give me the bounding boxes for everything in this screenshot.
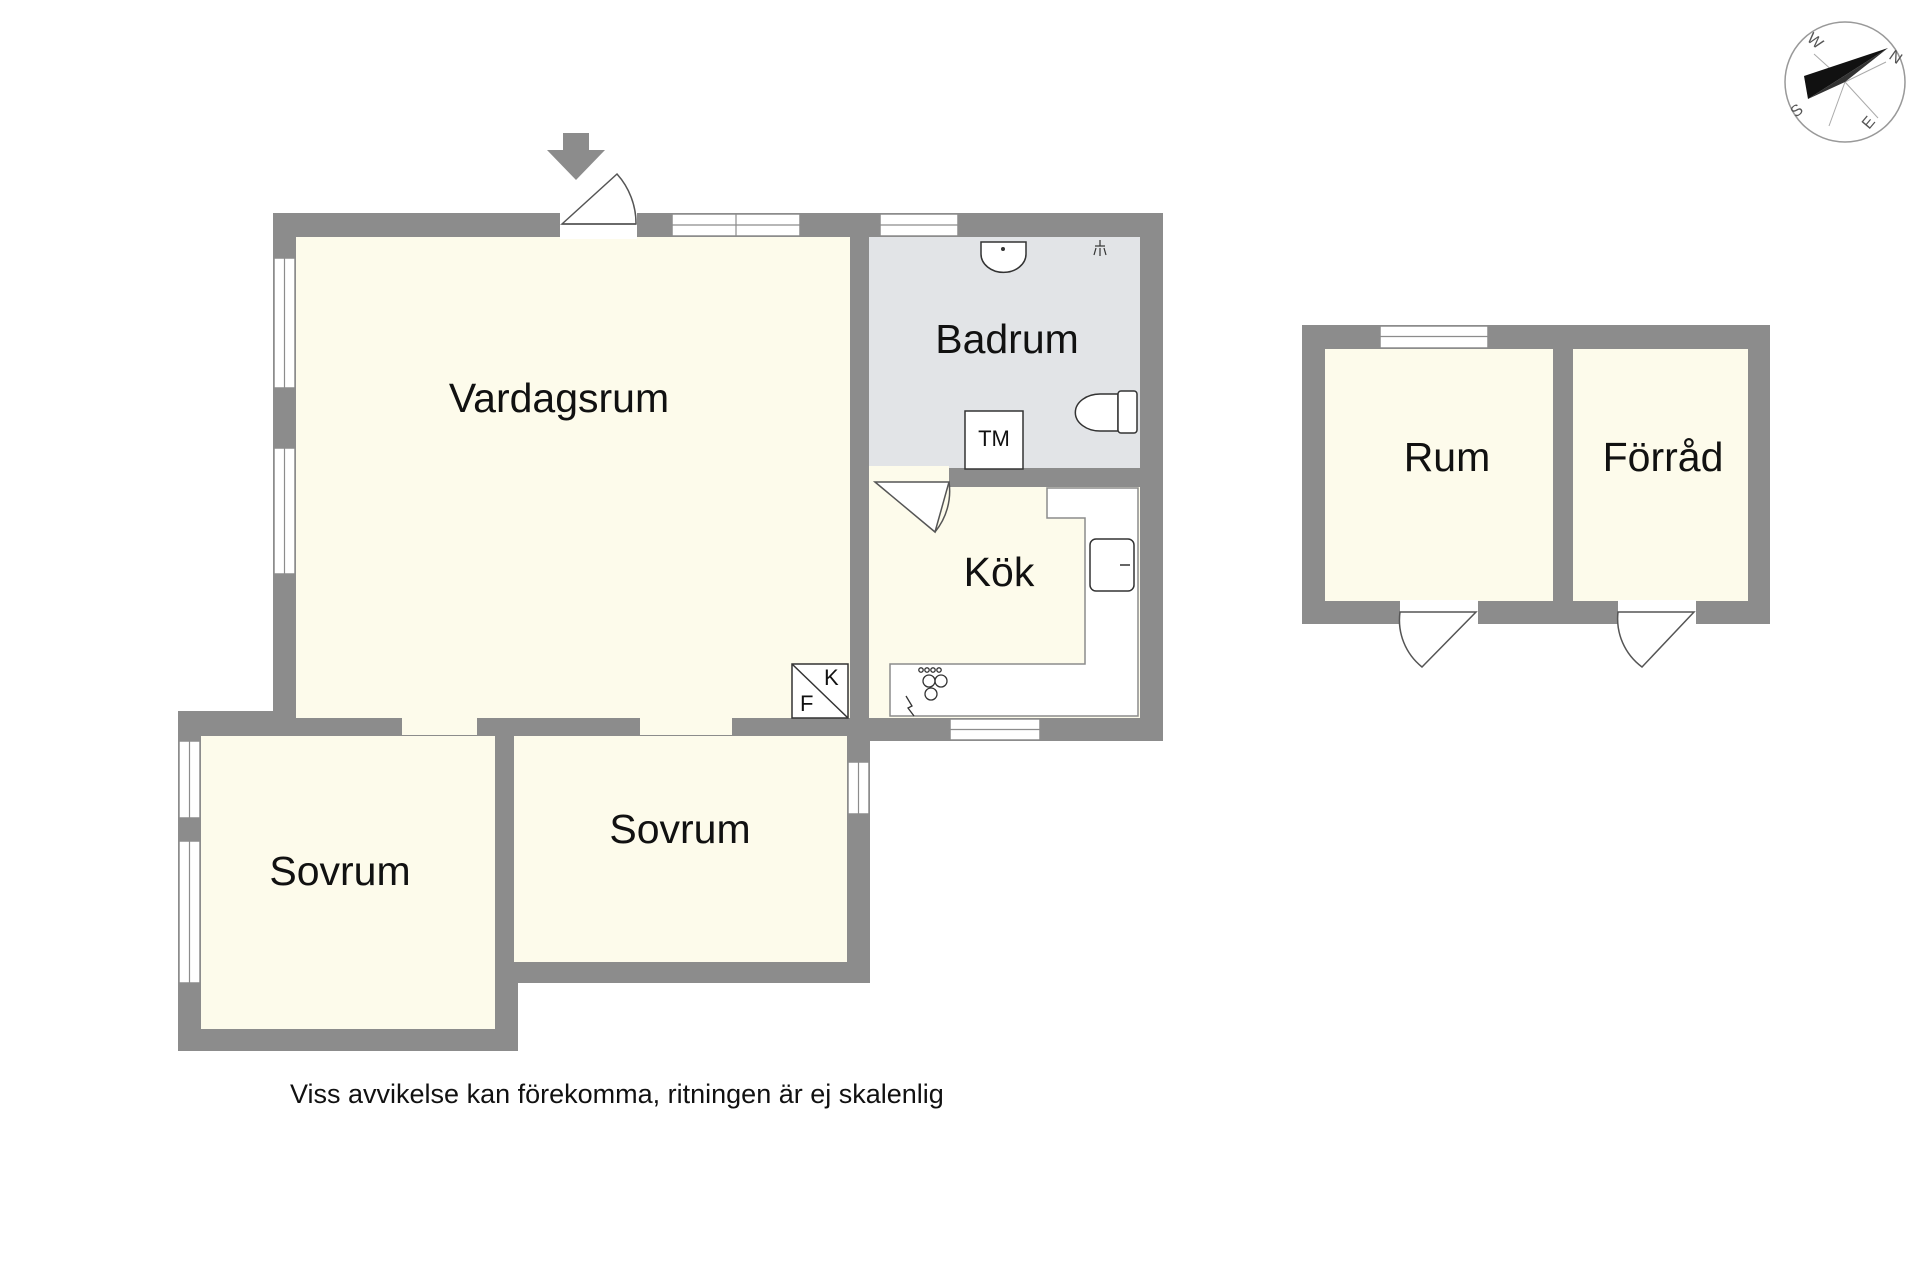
- vardagsrum-floor: [296, 237, 850, 735]
- room-label-kok: Kök: [964, 549, 1035, 595]
- outbuilding: Rum Förråd: [1302, 325, 1770, 669]
- window-panes: [188, 214, 1040, 983]
- sovrum-right-floor: [514, 736, 847, 962]
- rum-door[interactable]: [1398, 611, 1478, 669]
- main-house: F K TM Vardagsrum Badrum Kök Sovrum Sovr…: [178, 133, 1163, 1051]
- room-label-sovrum-right: Sovrum: [609, 806, 750, 852]
- stove-icon: [918, 667, 948, 701]
- fridge-label: K: [824, 665, 839, 690]
- entrance-arrow-icon: [547, 133, 605, 180]
- washbasin-icon: [980, 241, 1027, 274]
- compass-needle-icon: [1804, 48, 1888, 99]
- tm-label: TM: [978, 426, 1010, 451]
- bathroom-door[interactable]: [872, 481, 951, 534]
- kitchen-counters: [889, 487, 1139, 717]
- room-label-forrad: Förråd: [1603, 434, 1724, 480]
- kitchen-sink-icon: [1089, 538, 1135, 592]
- entrance-door[interactable]: [560, 172, 637, 225]
- forrad-door[interactable]: [1616, 611, 1696, 668]
- fridge-freezer-box: F K: [791, 663, 849, 719]
- compass: N E S W: [1784, 21, 1906, 143]
- room-label-badrum: Badrum: [935, 316, 1079, 362]
- room-label-sovrum-left: Sovrum: [269, 848, 410, 894]
- shower-icon: [1093, 240, 1107, 256]
- sovrum-left-floor: [201, 736, 495, 1029]
- freezer-label: F: [800, 691, 813, 716]
- room-label-vardagsrum: Vardagsrum: [449, 375, 669, 421]
- rum-floor: [1325, 349, 1553, 601]
- electrical-symbol-icon: [905, 695, 915, 717]
- toilet-icon: [1074, 390, 1138, 434]
- tm-box: TM: [964, 410, 1024, 470]
- disclaimer-text: Viss avvikelse kan förekomma, ritningen …: [290, 1079, 944, 1109]
- room-label-rum: Rum: [1404, 434, 1491, 480]
- forrad-floor: [1573, 349, 1748, 601]
